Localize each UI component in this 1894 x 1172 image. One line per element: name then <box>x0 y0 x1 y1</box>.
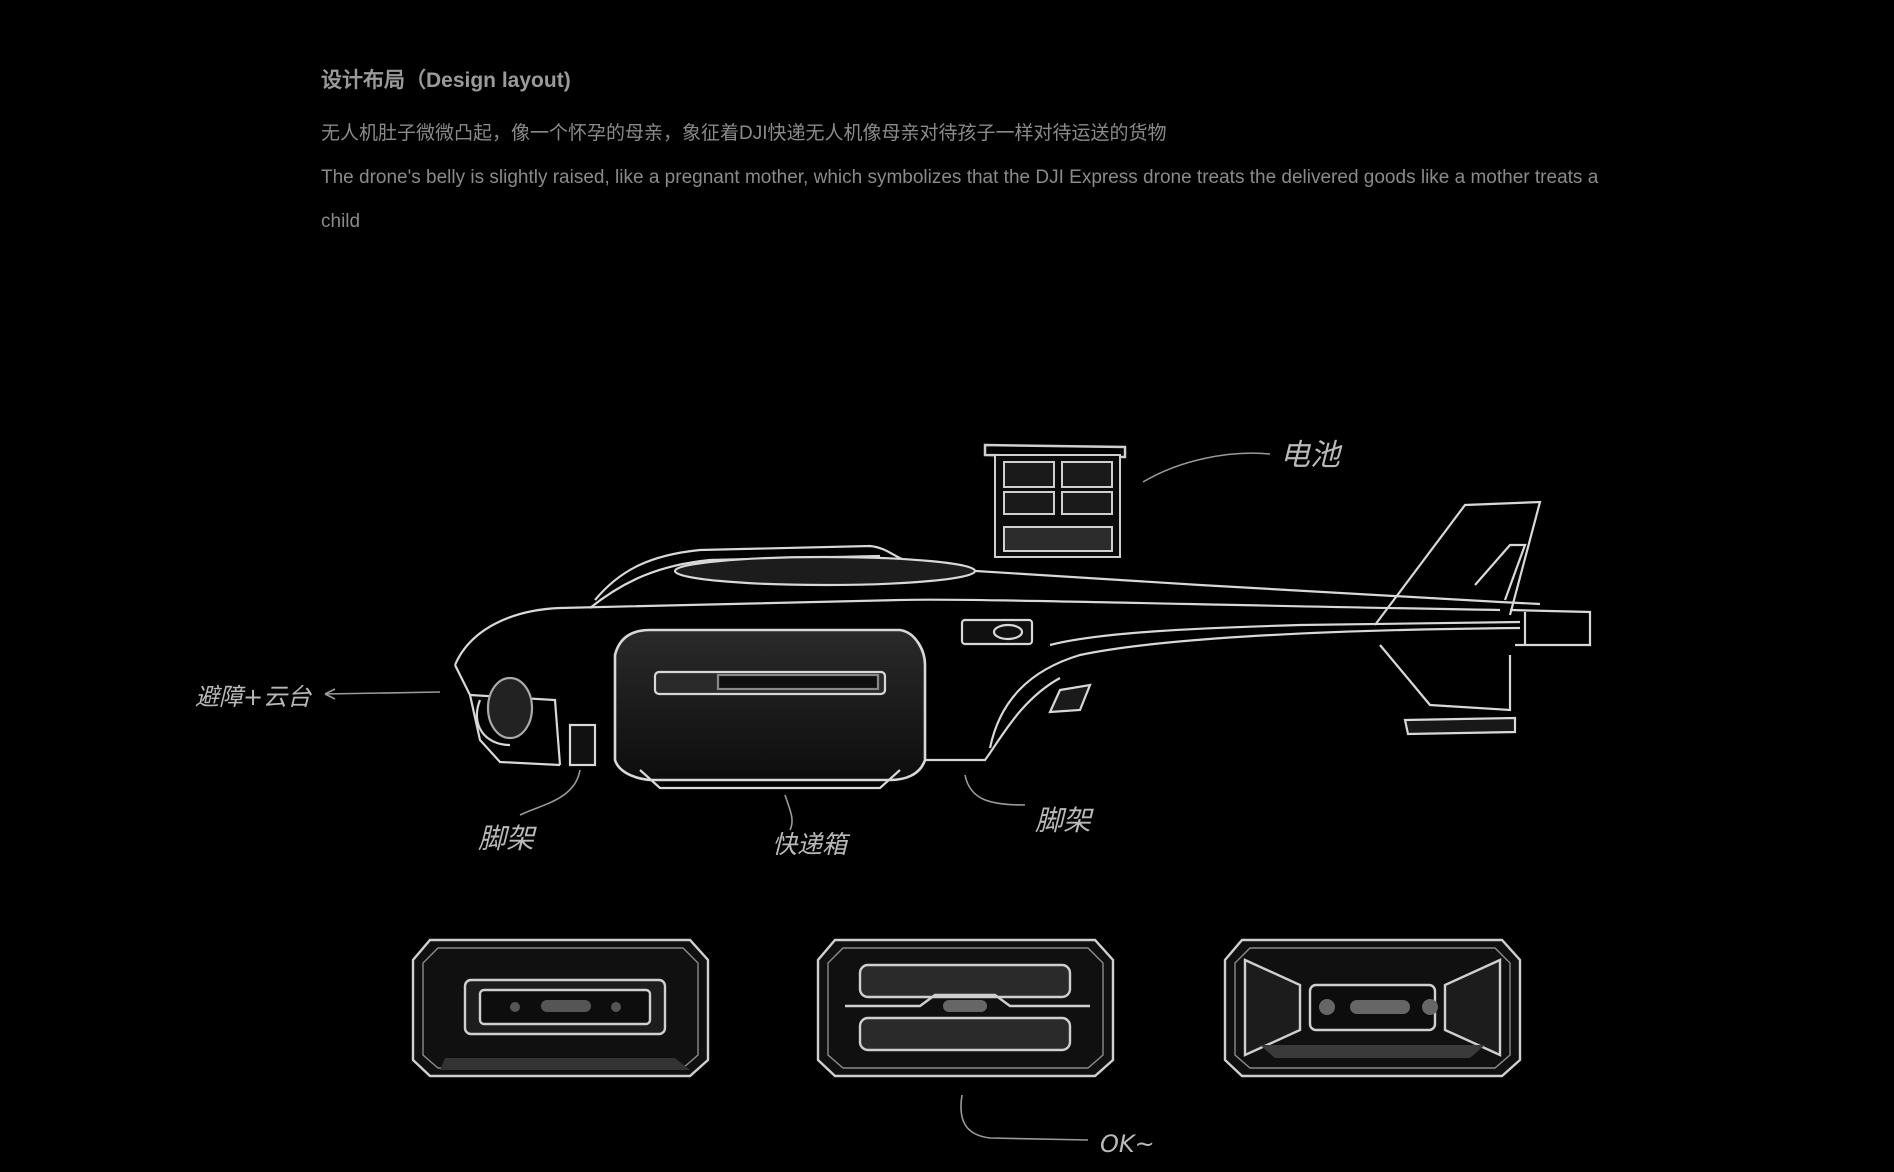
label-camera: 避障+云台 <box>195 683 312 711</box>
box-variant-1 <box>411 938 710 1078</box>
description-chinese: 无人机肚子微微凸起，像一个怀孕的母亲，象征着DJI快递无人机像母亲对待孩子一样对… <box>321 123 1167 144</box>
battery-drawing <box>983 443 1271 558</box>
label-landing-gear-rear: 脚架 <box>1035 804 1094 837</box>
section-title: 设计布局（Design layout) <box>321 69 571 92</box>
box-variant-3 <box>1223 938 1522 1078</box>
label-battery: 电池 <box>1280 438 1343 473</box>
annotation-lines <box>324 688 1089 1141</box>
text-block: 设计布局（Design layout) 无人机肚子微微凸起，像一个怀孕的母亲，象… <box>321 66 1601 244</box>
fuselage-drawing <box>453 500 1592 790</box>
label-landing-gear-front: 脚架 <box>478 822 537 855</box>
description-english: The drone's belly is slightly raised, li… <box>321 167 1599 232</box>
label-express-box: 快递箱 <box>772 830 851 859</box>
label-ok: OK~ <box>1100 1130 1155 1158</box>
box-variant-2 <box>816 938 1115 1078</box>
